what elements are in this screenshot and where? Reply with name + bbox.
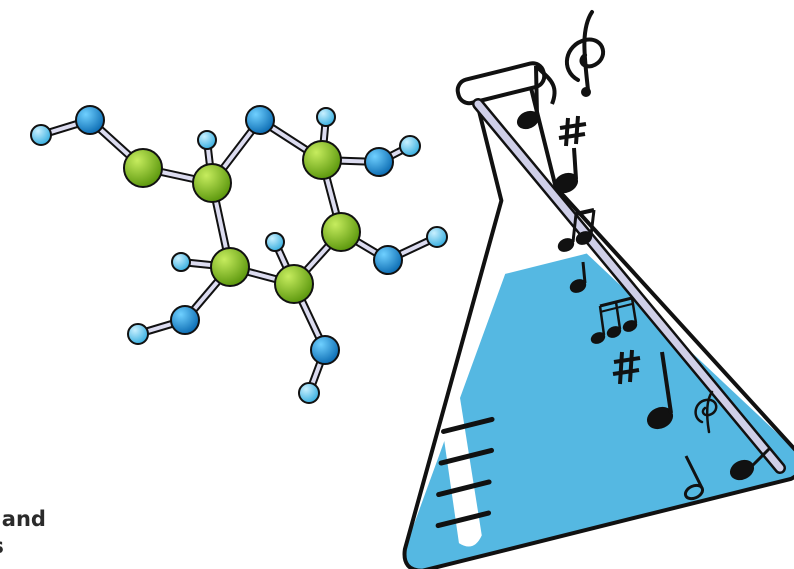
treble-clef-icon <box>564 10 605 97</box>
sharp-icon <box>558 115 587 147</box>
music-notes <box>516 10 772 501</box>
music-note-icon <box>683 455 705 501</box>
music-note-icon <box>729 446 772 481</box>
music-note-icon <box>557 208 596 252</box>
music-note-icon <box>516 64 557 130</box>
stirring-rod <box>472 98 786 474</box>
sharp-icon <box>612 349 641 385</box>
flask-icon <box>402 61 794 569</box>
flask-measure-marks <box>435 416 495 529</box>
music-note-icon <box>590 296 638 344</box>
caption-line-2: ws <box>0 533 140 560</box>
flask-outline <box>402 79 794 569</box>
molecule-icon <box>30 105 448 404</box>
music-note-icon <box>569 261 587 293</box>
caption-text: s and ws <box>0 506 140 560</box>
flask-liquid <box>404 253 794 569</box>
treble-clef-icon <box>694 390 718 434</box>
music-note-icon <box>553 147 579 194</box>
carbon-atoms <box>123 140 361 304</box>
oxygen-atoms <box>75 105 403 365</box>
music-note-icon <box>646 351 674 430</box>
hydrogen-atoms <box>30 107 448 404</box>
caption-line-1: s and <box>0 507 46 531</box>
